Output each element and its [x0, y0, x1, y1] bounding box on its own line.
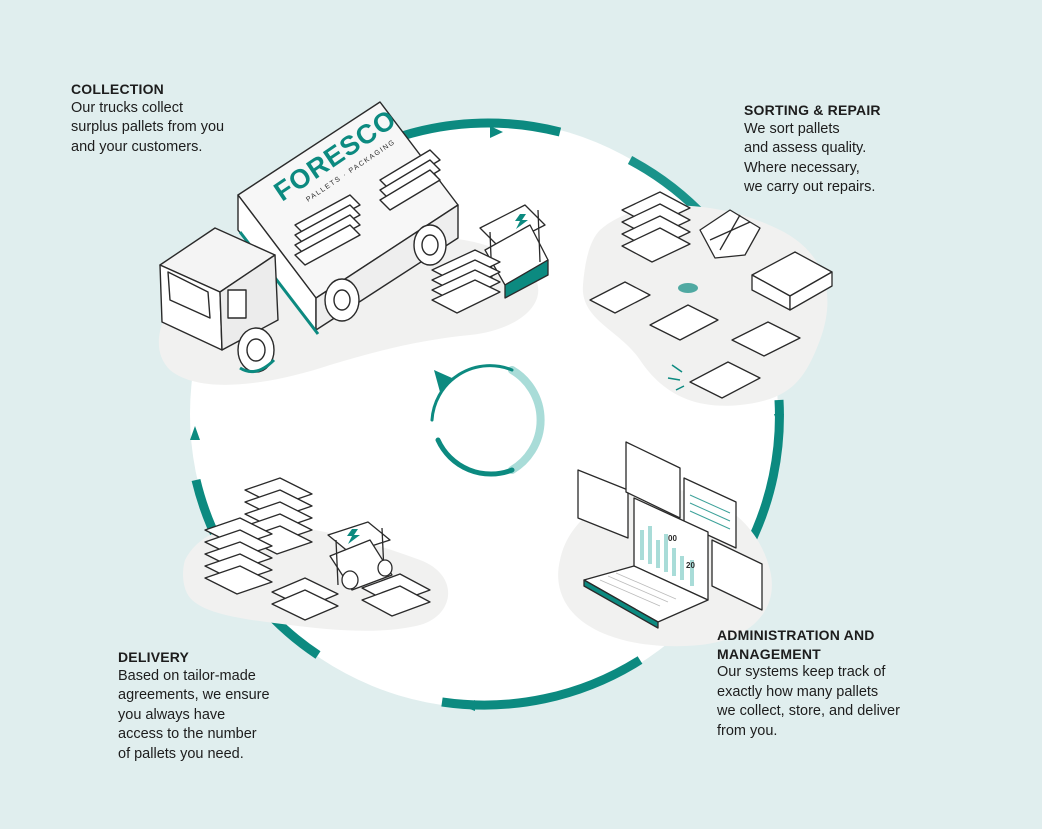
stage-administration: ADMINISTRATION AND MANAGEMENT Our system…: [717, 626, 957, 741]
ring-arrow-icon: [190, 426, 200, 440]
ring-arrow-icons: [190, 126, 784, 711]
cycle-arrow-icon: [430, 364, 545, 477]
admin-illustration: 00 20: [577, 441, 763, 629]
stage-sorting-repair: SORTING & REPAIR We sort pallets and ass…: [744, 101, 944, 198]
stage-description: Based on tailor-made agreements, we ensu…: [118, 667, 270, 762]
stage-title: ADMINISTRATION AND MANAGEMENT: [717, 627, 875, 662]
ring-arrow-icon: [774, 414, 784, 428]
stage-collection: COLLECTION Our trucks collect surplus pa…: [71, 80, 281, 157]
dashboard-small-value: 20: [686, 561, 695, 570]
stage-description: Our systems keep track of exactly how ma…: [717, 664, 900, 739]
ring-arrow-icon: [462, 700, 475, 711]
ring-arrow-icon: [490, 126, 503, 138]
stage-description: Our trucks collect surplus pallets from …: [71, 99, 225, 155]
stage-title: SORTING & REPAIR: [744, 102, 881, 118]
stage-title: COLLECTION: [71, 81, 164, 97]
lightning-icon: [515, 214, 528, 229]
lightning-icon: [347, 529, 360, 544]
stage-title: DELIVERY: [118, 649, 190, 665]
forklift-illustration: [431, 204, 549, 314]
stage-delivery: DELIVERY Based on tailor-made agreements…: [118, 648, 328, 764]
dashboard-big-value: 00: [668, 534, 677, 543]
stage-description: We sort pallets and assess quality. Wher…: [744, 120, 876, 196]
sorting-illustration: [589, 191, 833, 399]
delivery-illustration: [204, 477, 431, 621]
